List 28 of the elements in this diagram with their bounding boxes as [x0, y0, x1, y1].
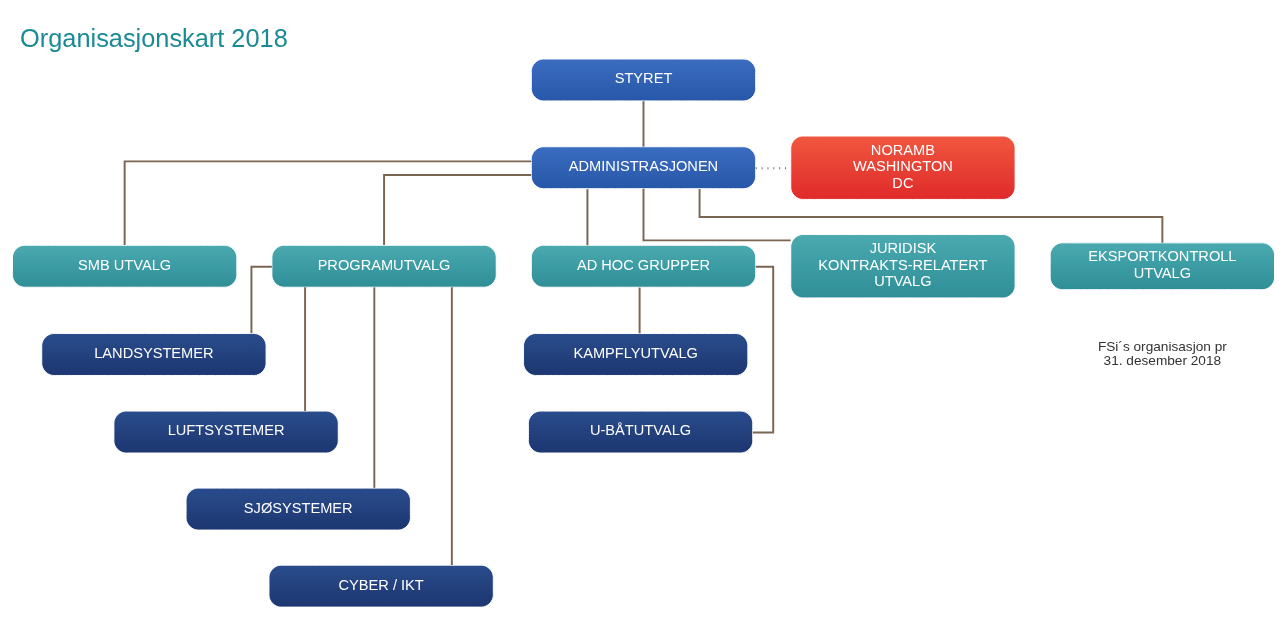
connector: [586, 188, 589, 247]
caption: FSi´s organisasjon pr 31. desember 2018: [1097, 338, 1227, 369]
connector: [373, 286, 376, 489]
connector: [250, 265, 273, 335]
node-box: EKSPORTKONTROLL UTVALG: [1049, 242, 1275, 291]
node-box: U-BÅTUTVALG: [527, 410, 754, 454]
connector: [638, 286, 641, 335]
node-box: STYRET: [530, 58, 757, 102]
connector: [751, 265, 775, 434]
node-box: ADMINISTRASJONEN: [530, 146, 757, 190]
connector: [642, 100, 645, 148]
node-box: JURIDISK KONTRAKTS-RELATERT UTVALG: [790, 234, 1016, 299]
connector: [642, 187, 792, 242]
node-box: SJØSYSTEMER: [185, 487, 411, 531]
node-box: PROGRAMUTVALG: [271, 244, 497, 288]
node-box: KAMPFLYUTVALG: [523, 333, 749, 376]
connector: [383, 174, 533, 247]
node-box: LUFTSYSTEMER: [113, 410, 339, 454]
node-box: CYBER / IKT: [268, 564, 494, 608]
node-box: LANDSYSTEMER: [41, 333, 267, 376]
diagram-title: Organisasjonskart 2018: [20, 24, 288, 53]
node-box: NORAMB WASHINGTON DC: [790, 135, 1016, 200]
connector: [304, 286, 307, 412]
node-box: SMB UTVALG: [12, 244, 238, 288]
connector: [450, 286, 453, 567]
connector: [123, 160, 533, 246]
connector: [698, 187, 1164, 244]
node-box: AD HOC GRUPPER: [530, 244, 757, 288]
